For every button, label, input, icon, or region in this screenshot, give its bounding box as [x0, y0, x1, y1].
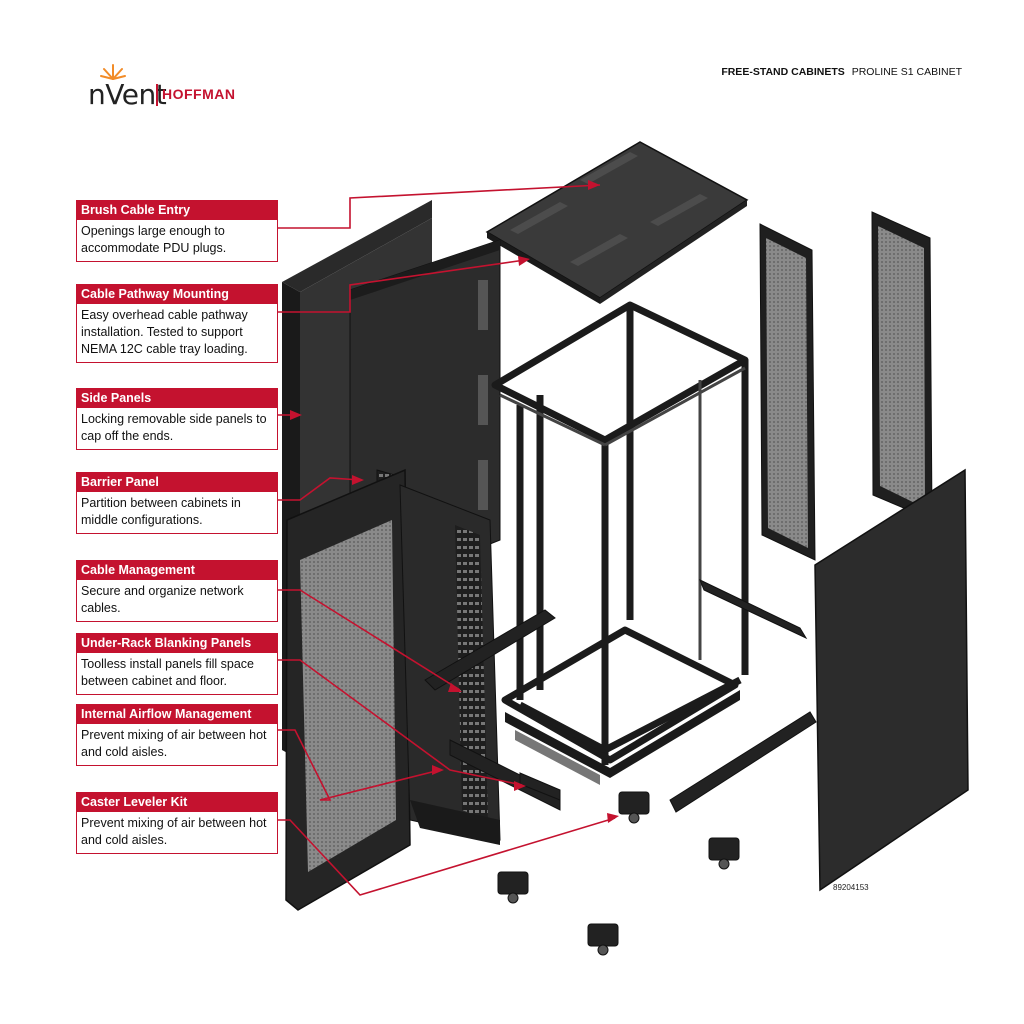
cabinet-frame [491, 301, 749, 765]
callout-body: Secure and organize network cables. [81, 584, 244, 615]
callout-body: Easy overhead cable pathway installation… [81, 308, 248, 356]
callout-body: Prevent mixing of air between hot and co… [81, 816, 267, 847]
caster-4 [587, 923, 619, 956]
callout-body: Toolless install panels fill space betwe… [81, 657, 255, 688]
frame-rails [499, 366, 746, 660]
side-door-right-a [759, 223, 816, 561]
caster-3 [497, 871, 529, 904]
callout-under-rack-blanking-panels: Under-Rack Blanking Panels Toolless inst… [76, 633, 278, 695]
brand-logo: nVent HOFFMAN [88, 62, 268, 112]
callout-title: Under-Rack Blanking Panels [77, 634, 277, 653]
callout-cable-management: Cable Management Secure and organize net… [76, 560, 278, 622]
callout-title: Cable Pathway Mounting [77, 285, 277, 304]
callout-side-panels: Side Panels Locking removable side panel… [76, 388, 278, 450]
callout-internal-airflow-management: Internal Airflow Management Prevent mixi… [76, 704, 278, 766]
callout-title: Brush Cable Entry [77, 201, 277, 220]
category-label: FREE-STAND CABINETS [721, 66, 845, 78]
side-door-right-b [871, 211, 933, 521]
callout-brush-cable-entry: Brush Cable Entry Openings large enough … [76, 200, 278, 262]
callout-body: Partition between cabinets in middle con… [81, 496, 241, 527]
blanking-panel-front [515, 730, 600, 785]
front-door [285, 468, 411, 911]
callout-cable-pathway-mounting: Cable Pathway Mounting Easy overhead cab… [76, 284, 278, 363]
leader-lines [276, 184, 616, 896]
callout-barrier-panel: Barrier Panel Partition between cabinets… [76, 472, 278, 534]
roof-panel [485, 141, 749, 304]
side-panel-right [814, 468, 969, 892]
brand-name: nVent [88, 78, 167, 111]
sparkle-icon [100, 64, 126, 80]
callout-title: Cable Management [77, 561, 277, 580]
caster-kit [497, 791, 740, 956]
callout-body: Locking removable side panels to cap off… [81, 412, 267, 443]
callout-title: Internal Airflow Management [77, 705, 277, 724]
brand-sub: HOFFMAN [162, 86, 236, 102]
page-title: FREE-STAND CABINETS PROLINE S1 CABINET [721, 66, 962, 78]
callout-caster-leveler-kit: Caster Leveler Kit Prevent mixing of air… [76, 792, 278, 854]
caster-1 [618, 791, 650, 824]
callout-body: Openings large enough to accommodate PDU… [81, 224, 227, 255]
callout-title: Caster Leveler Kit [77, 793, 277, 812]
product-label: PROLINE S1 CABINET [851, 66, 962, 78]
callout-body: Prevent mixing of air between hot and co… [81, 728, 267, 759]
leader-arrowheads [290, 180, 619, 823]
callout-title: Barrier Panel [77, 473, 277, 492]
document-number: 89204153 [833, 883, 869, 892]
caster-2 [708, 837, 740, 870]
blanking-bars [424, 578, 817, 813]
brand-divider [156, 84, 158, 106]
callout-title: Side Panels [77, 389, 277, 408]
